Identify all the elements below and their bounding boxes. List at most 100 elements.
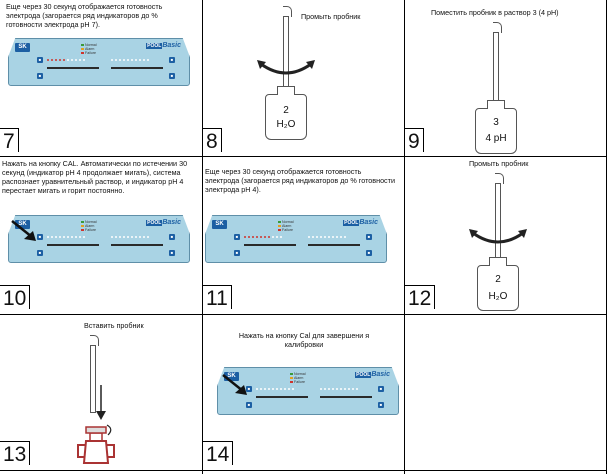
cal-button[interactable]: ■ — [246, 386, 252, 392]
grid-divider — [0, 314, 607, 315]
step-text: Промыть пробник — [469, 159, 529, 168]
step-cell-7: Еще через 30 секунд отображается готовно… — [0, 0, 202, 156]
step-number: 14 — [203, 441, 234, 465]
step-cell-13: Вставить пробник 13 — [0, 315, 202, 470]
panel-button[interactable]: ■ — [37, 73, 43, 79]
indicator-bar — [308, 244, 360, 246]
panel-button[interactable]: ■ — [169, 73, 175, 79]
cal-button[interactable]: ■ — [37, 57, 43, 63]
indicator-row — [47, 236, 85, 239]
brand-name: POOLBasic — [146, 42, 181, 49]
brand-logo: SK — [212, 220, 227, 229]
panel-button[interactable]: ■ — [169, 250, 175, 256]
beaker-number: 3 — [493, 117, 499, 128]
step-cell-8: Промыть пробник 2 H₂O 8 — [203, 0, 404, 156]
cal-button[interactable]: ■ — [234, 234, 240, 240]
brand-logo: SK — [15, 220, 30, 229]
probe — [495, 183, 501, 267]
step-number: 11 — [203, 285, 232, 309]
panel-button[interactable]: ■ — [366, 250, 372, 256]
step-cell-10: Нажать на кнопку CAL. Автоматически по и… — [0, 157, 202, 314]
beaker: 2 H₂O — [265, 86, 307, 140]
indicator-bar — [47, 67, 99, 69]
probe-cable — [495, 173, 504, 184]
brand-name: POOLBasic — [146, 219, 181, 226]
grid-divider — [202, 0, 203, 474]
indicator-row — [47, 59, 85, 62]
controller-panel: SK Normal Alarm Failure POOLBasic ■ ■ ■ … — [8, 38, 190, 86]
step-number: 7 — [0, 128, 19, 152]
panel-legend: Normal Alarm Failure — [290, 372, 306, 384]
beaker-number: 2 — [495, 274, 501, 285]
panel-button[interactable]: ■ — [169, 57, 175, 63]
step-number: 8 — [203, 128, 222, 152]
step-text: Еще через 30 секунд отображается готовно… — [6, 2, 163, 29]
indicator-row — [111, 59, 149, 62]
indicator-row — [111, 236, 149, 239]
probe — [283, 16, 289, 96]
indicator-row — [308, 236, 346, 239]
controller-panel: SK Normal Alarm Failure POOLBasic ■ ■ ■ … — [217, 367, 399, 415]
indicator-bar — [256, 396, 308, 398]
controller-panel: SK Normal Alarm Failure POOLBasic ■ ■ ■ … — [8, 215, 190, 263]
grid-divider — [404, 0, 405, 474]
step-number: 10 — [0, 285, 31, 309]
probe — [90, 345, 96, 413]
step-number: 9 — [405, 128, 424, 152]
probe-cable — [283, 6, 292, 17]
indicator-row — [320, 388, 358, 391]
step-text: Нажать на кнопку CAL. Автоматически по и… — [2, 159, 188, 195]
step-number: 13 — [0, 441, 31, 465]
step-cell-12: Промыть пробник 2 H₂O 12 — [405, 157, 606, 314]
step-cell-9: Поместить пробник в раствор 3 (4 pH) 3 4… — [405, 0, 606, 156]
step-text: Промыть пробник — [301, 12, 361, 21]
panel-button[interactable]: ■ — [378, 402, 384, 408]
indicator-row — [244, 236, 282, 239]
panel-legend: Normal Alarm Failure — [81, 220, 97, 232]
controller-panel: SK Normal Alarm Failure POOLBasic ■ ■ ■ … — [205, 215, 387, 263]
step-text: Нажать на кнопку Cal для завершени я кал… — [238, 331, 370, 349]
beaker: 3 4 pH — [475, 100, 517, 154]
panel-button[interactable]: ■ — [246, 402, 252, 408]
press-arrow-icon — [11, 220, 36, 241]
panel-button[interactable]: ■ — [366, 234, 372, 240]
beaker-label: H₂O — [488, 291, 508, 302]
brand-logo: SK — [15, 43, 30, 52]
step-text: Поместить пробник в раствор 3 (4 pH) — [431, 8, 559, 17]
step-cell-11: Еще через 30 секунд отображается готовно… — [203, 157, 404, 314]
rotate-arrow-icon — [257, 60, 315, 75]
down-arrow-icon — [96, 385, 106, 420]
beaker: 2 H₂O — [477, 257, 519, 311]
grid-divider — [0, 470, 607, 471]
panel-legend: Normal Alarm Failure — [278, 220, 294, 232]
probe-cable — [493, 22, 502, 33]
panel-legend: Normal Alarm Failure — [81, 43, 97, 55]
press-arrow-icon — [222, 374, 247, 395]
panel-button[interactable]: ■ — [234, 250, 240, 256]
probe-holder-icon — [77, 424, 115, 464]
rotate-arrow-icon — [469, 229, 527, 244]
indicator-row — [256, 388, 294, 391]
cal-button[interactable]: ■ — [37, 234, 43, 240]
probe-cable — [90, 335, 99, 346]
brand-logo: SK — [224, 372, 239, 381]
beaker-label: H₂O — [276, 119, 296, 130]
step-cell-14: Нажать на кнопку Cal для завершени я кал… — [203, 315, 404, 470]
beaker-number: 2 — [283, 105, 289, 116]
step-text: Вставить пробник — [84, 321, 144, 330]
indicator-bar — [244, 244, 296, 246]
panel-button[interactable]: ■ — [378, 386, 384, 392]
brand-name: POOLBasic — [343, 219, 378, 226]
panel-button[interactable]: ■ — [169, 234, 175, 240]
step-number: 12 — [405, 285, 436, 309]
indicator-bar — [320, 396, 372, 398]
indicator-bar — [111, 67, 163, 69]
step-text: Еще через 30 секунд отображается готовно… — [205, 167, 395, 194]
indicator-bar — [47, 244, 99, 246]
panel-button[interactable]: ■ — [37, 250, 43, 256]
indicator-bar — [111, 244, 163, 246]
brand-name: POOLBasic — [355, 371, 390, 378]
grid-divider — [606, 0, 607, 474]
grid-divider — [0, 156, 607, 157]
